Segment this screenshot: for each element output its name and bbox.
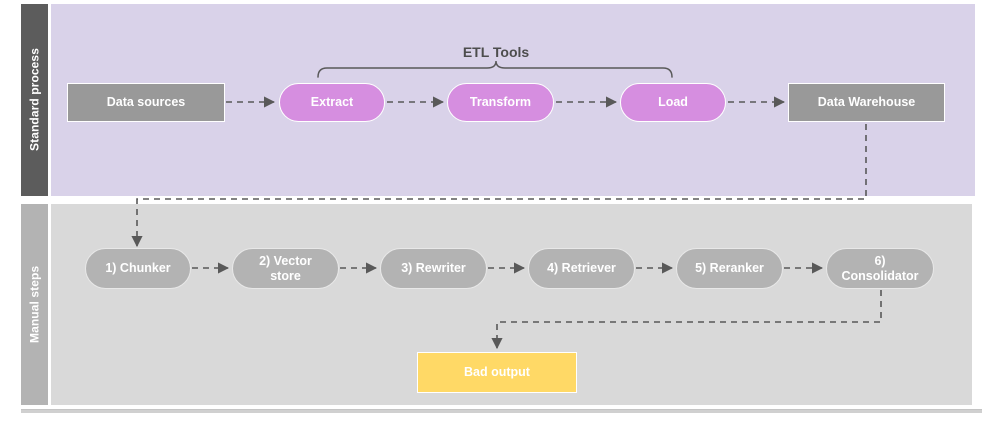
node-extract[interactable]: Extract	[279, 83, 385, 122]
node-bad-output[interactable]: Bad output	[417, 352, 577, 393]
node-data-sources[interactable]: Data sources	[67, 83, 225, 122]
lane-label-manual-steps: Manual steps	[21, 204, 48, 405]
node-retriever[interactable]: 4) Retriever	[528, 248, 635, 289]
node-chunker[interactable]: 1) Chunker	[85, 248, 191, 289]
node-reranker[interactable]: 5) Reranker	[676, 248, 783, 289]
node-load[interactable]: Load	[620, 83, 726, 122]
node-consolidator[interactable]: 6) Consolidator	[826, 248, 934, 289]
node-data-warehouse[interactable]: Data Warehouse	[788, 83, 945, 122]
node-rewriter[interactable]: 3) Rewriter	[380, 248, 487, 289]
bottom-divider	[21, 409, 982, 413]
etl-tools-label: ETL Tools	[462, 44, 530, 60]
node-transform[interactable]: Transform	[447, 83, 554, 122]
node-vector-store[interactable]: 2) Vector store	[232, 248, 339, 289]
lane-label-standard-process: Standard process	[21, 4, 48, 196]
